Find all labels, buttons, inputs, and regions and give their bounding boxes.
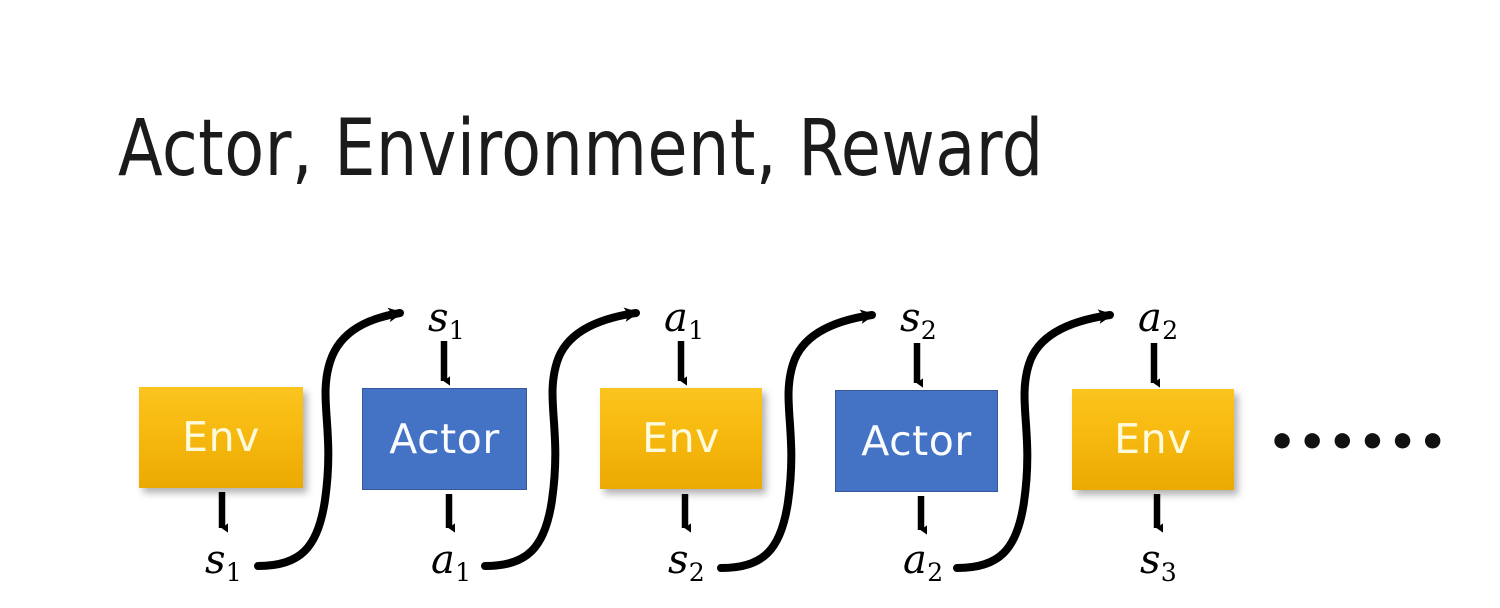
node-env-1-label: Env: [182, 413, 260, 461]
label-top-a1-symbol: a: [664, 295, 688, 341]
label-top-a1-index: 1: [688, 315, 705, 345]
node-env-2[interactable]: Env: [600, 388, 762, 489]
label-top-a2-symbol: a: [1138, 295, 1162, 341]
label-bottom-s2-symbol: s: [668, 537, 689, 583]
label-bottom-a1-index: 1: [455, 557, 472, 587]
label-top-s2-symbol: s: [900, 295, 921, 341]
label-bottom-s2-index: 2: [688, 557, 705, 587]
label-top-a2: a2: [1138, 295, 1178, 343]
node-actor-1-label: Actor: [389, 414, 500, 463]
label-bottom-s3-index: 3: [1160, 557, 1177, 587]
label-top-a2-index: 2: [1162, 315, 1179, 345]
label-top-s1: s1: [428, 295, 465, 343]
label-bottom-s2: s2: [668, 537, 705, 585]
node-actor-1[interactable]: Actor: [362, 388, 527, 490]
label-bottom-s1-index: 1: [225, 557, 242, 587]
label-bottom-s1: s1: [205, 537, 242, 585]
label-top-s2-index: 2: [920, 315, 937, 345]
label-bottom-a2-symbol: a: [903, 537, 927, 583]
node-env-3[interactable]: Env: [1072, 389, 1234, 490]
label-bottom-s3-symbol: s: [1140, 537, 1161, 583]
label-top-s1-symbol: s: [428, 295, 449, 341]
node-actor-2[interactable]: Actor: [835, 390, 998, 492]
label-bottom-a1-symbol: a: [431, 537, 455, 583]
label-top-s1-index: 1: [448, 315, 465, 345]
label-top-a1: a1: [664, 295, 704, 343]
node-env-2-label: Env: [642, 414, 720, 462]
ellipsis-continuation: ••••••: [1268, 417, 1449, 468]
label-bottom-a2-index: 2: [927, 557, 944, 587]
node-env-3-label: Env: [1114, 415, 1192, 463]
label-bottom-s3: s3: [1140, 537, 1177, 585]
label-top-s2: s2: [900, 295, 937, 343]
node-actor-2-label: Actor: [861, 416, 972, 465]
page-title: Actor, Environment, Reward: [118, 104, 1044, 194]
label-bottom-a2: a2: [903, 537, 943, 585]
node-env-1[interactable]: Env: [139, 387, 303, 488]
label-bottom-s1-symbol: s: [205, 537, 226, 583]
label-bottom-a1: a1: [431, 537, 471, 585]
